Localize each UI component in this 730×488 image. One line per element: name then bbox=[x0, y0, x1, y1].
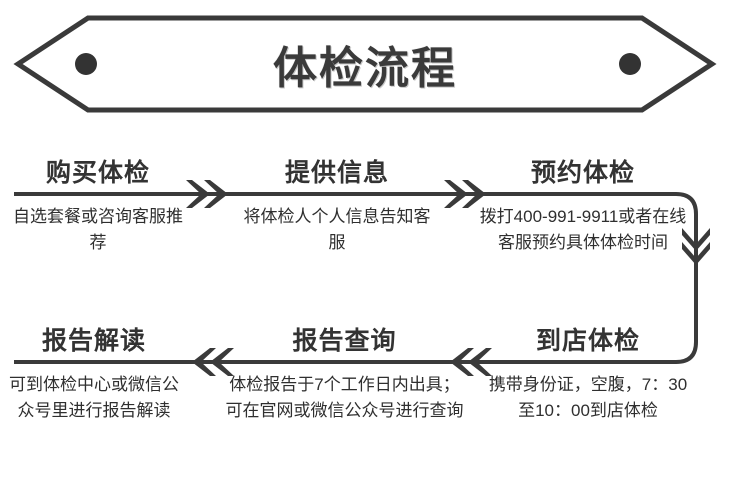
flow-step-book-appointment[interactable]: 预约体检 拨打400-991-9911或者在线客服预约具体体检时间 bbox=[478, 148, 688, 256]
double-chevron-right-icon-1 bbox=[186, 180, 228, 208]
flow-row-bottom: 报告解读 可到体检中心或微信公众号里进行报告解读 报告查询 体检报告于7个工作日… bbox=[0, 308, 730, 488]
step-6-title: 到店体检 bbox=[535, 327, 640, 355]
page-title: 体检流程 bbox=[273, 44, 457, 93]
step-6-description: 携带身份证，空腹，7：30至10：00到店体检 bbox=[488, 375, 688, 420]
banner-shape bbox=[13, 15, 717, 113]
step-4-title: 报告解读 bbox=[41, 327, 146, 355]
step-2-title: 提供信息 bbox=[284, 159, 389, 187]
flow-row-top: 购买体检 自选套餐或咨询客服推荐 提供信息 将体检人个人信息告知客服 预约体检 … bbox=[0, 140, 730, 308]
step-3-title: 预约体检 bbox=[530, 159, 635, 187]
banner-outline bbox=[13, 15, 717, 113]
step-5-title: 报告查询 bbox=[292, 327, 397, 355]
step-3-description: 拨打400-991-9911或者在线客服预约具体体检时间 bbox=[479, 207, 687, 252]
step-4-description: 可到体检中心或微信公众号里进行报告解读 bbox=[9, 375, 179, 420]
banner-dot-right-icon bbox=[619, 53, 641, 75]
flow-step-visit-store[interactable]: 到店体检 携带身份证，空腹，7：30至10：00到店体检 bbox=[488, 316, 688, 424]
flow-step-purchase[interactable]: 购买体检 自选套餐或咨询客服推荐 bbox=[8, 148, 188, 256]
flow-step-provide-info[interactable]: 提供信息 将体检人个人信息告知客服 bbox=[242, 148, 432, 256]
step-5-description: 体检报告于7个工作日内出具；可在官网或微信公众号进行查询 bbox=[225, 375, 464, 420]
flow-step-report-interpretation[interactable]: 报告解读 可到体检中心或微信公众号里进行报告解读 bbox=[4, 316, 184, 424]
step-2-description: 将体检人个人信息告知客服 bbox=[243, 207, 431, 252]
step-1-description: 自选套餐或咨询客服推荐 bbox=[13, 207, 183, 252]
banner-dot-left-icon bbox=[75, 53, 97, 75]
banner: 体检流程 bbox=[0, 14, 730, 114]
flow-step-report-query[interactable]: 报告查询 体检报告于7个工作日内出具；可在官网或微信公众号进行查询 bbox=[222, 316, 467, 424]
step-1-title: 购买体检 bbox=[45, 159, 150, 187]
